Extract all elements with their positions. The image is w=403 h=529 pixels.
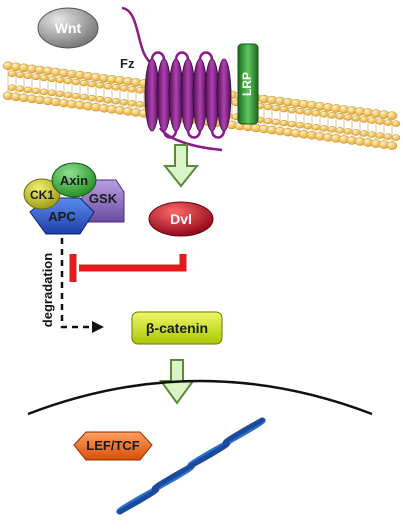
apc-label: APC (48, 209, 76, 224)
lrp-receptor: LRP (237, 43, 259, 125)
dvl-node: Dvl (148, 201, 214, 237)
beta-catenin-node: β-catenin (131, 311, 223, 345)
gsk-label: GSK (89, 191, 118, 206)
fz-label: Fz (120, 56, 135, 71)
activation-arrow-to-dvl (162, 144, 200, 188)
lrp-label: LRP (240, 72, 254, 96)
dna-helix (116, 417, 266, 515)
destruction-complex: GSK APC CK1 Axin (23, 162, 125, 235)
lef-tcf-label: LEF/TCF (86, 438, 139, 453)
ck1-label: CK1 (30, 188, 54, 202)
degradation-label: degradation (40, 253, 55, 327)
ck1-shape (23, 178, 61, 210)
nuclear-envelope (27, 379, 373, 416)
wnt-label: Wnt (55, 20, 82, 36)
frizzled-receptor (121, 6, 232, 152)
beta-catenin-label: β-catenin (146, 320, 208, 336)
dvl-inhibition-line (69, 254, 187, 282)
degradation-path (60, 238, 104, 333)
axin-label: Axin (60, 173, 88, 188)
axin-shape (51, 162, 97, 198)
wnt-ligand: Wnt (37, 7, 99, 49)
dvl-label: Dvl (170, 211, 192, 227)
lef-tcf-node: LEF/TCF (73, 431, 153, 461)
